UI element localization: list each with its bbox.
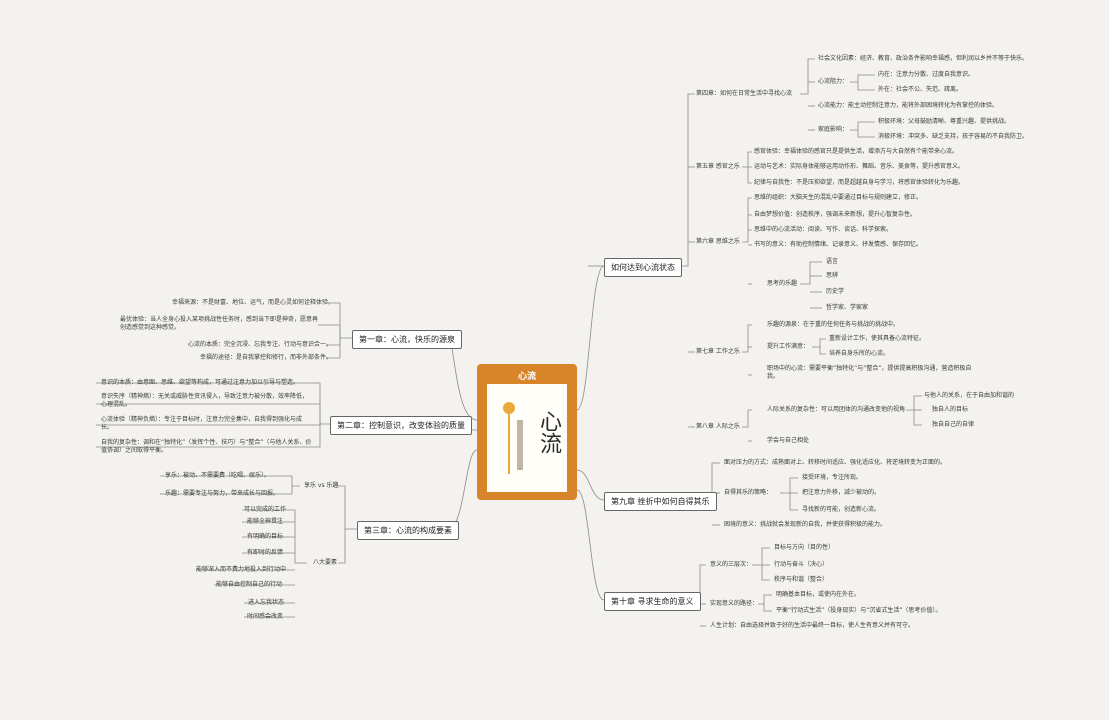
- ch6-sub-item[interactable]: 哲学家、学家家: [826, 304, 869, 311]
- ch7-node[interactable]: 第七章 工作之乐: [696, 348, 740, 355]
- ch8-a-item[interactable]: 与他人的关系，在于自由加和谐的: [924, 392, 1015, 399]
- book-subtitle-block: [517, 420, 523, 470]
- ch9-b-item[interactable]: 把注意力外移，减少被动的。: [802, 489, 881, 496]
- chapter-2-node[interactable]: 第二章：控制意识，改变体验的质量: [330, 416, 472, 435]
- ch7-item[interactable]: 提升工作满意：: [767, 343, 810, 350]
- ch6-sub[interactable]: 思考的乐趣: [767, 280, 798, 287]
- ch6-node[interactable]: 第六章 思维之乐: [696, 238, 740, 245]
- ch3-sub-enjoyment[interactable]: 享乐 vs 乐趣: [304, 482, 339, 489]
- ch4-node[interactable]: 第四章：如何在日常生活中寻找心流: [696, 90, 793, 97]
- ch3-element[interactable]: 能够自由控制自己的行动: [216, 581, 283, 588]
- chapter-flow-node[interactable]: 如何达到心流状态: [604, 258, 682, 277]
- ch10-a-item[interactable]: 目标与方向（目的性）: [774, 544, 835, 551]
- central-topic[interactable]: 心流 心流: [477, 364, 577, 500]
- ch6-sub-item[interactable]: 语言: [826, 258, 839, 265]
- ch2-item[interactable]: 意识失序（精神熵）：无关或威胁性资讯侵入，导致注意力被分散，效率降低，心理混乱。: [101, 393, 309, 408]
- honey-spoon-icon: [503, 402, 515, 414]
- chapter-9-node[interactable]: 第九章 挫折中如何自得其乐: [604, 492, 717, 511]
- ch1-item[interactable]: 幸福的途径：是自我掌控和修行，而非外部条件。: [200, 354, 333, 361]
- ch7-item[interactable]: 职场中的心流：需要平衡“独特化”与“整合”，提供提高积极沟通，营造积极自我。: [767, 365, 972, 380]
- ch5-item[interactable]: 运动与艺术：实际身体能够运用动作形、舞蹈、音乐、美食等，提升感官意义。: [754, 163, 965, 170]
- ch6-item[interactable]: 思维中的心流活动：阅读、写作、谈话、科学探索。: [754, 226, 893, 233]
- ch8-item[interactable]: 学会与自己相处: [767, 437, 810, 444]
- ch9-item[interactable]: 困境的意义：挑战就会发现新的自我，并使获得积极的能力。: [724, 521, 887, 528]
- ch3-sub1-item[interactable]: 乐趣：需要专注与努力，带来成长与回报。: [165, 490, 280, 497]
- chapter-10-node[interactable]: 第十章 寻求生命的意义: [604, 592, 701, 611]
- ch3-element[interactable]: 有即时的反馈: [247, 549, 284, 556]
- ch10-b-item[interactable]: 平衡“行动式生活”（投身现实）与“沉省式生活”（思考价值）。: [776, 607, 942, 614]
- ch6-item[interactable]: 书写的意义：有助控制情绪、记录意义、抒发情感、保存回忆。: [754, 241, 923, 248]
- ch9-b-item[interactable]: 接受环境，专注所现。: [802, 474, 863, 481]
- ch2-item[interactable]: 心流体验（精神负熵）：专注于目标时，注意力完全集中，自我得到强化与成长。: [101, 416, 303, 431]
- ch5-node[interactable]: 第五章 感官之乐: [696, 163, 740, 170]
- ch9-b-item[interactable]: 寻找新的可能，创造新心流。: [802, 506, 881, 513]
- ch10-a-item[interactable]: 行动与奋斗（决心）: [774, 561, 829, 568]
- ch3-element[interactable]: 有明确的目标: [247, 533, 284, 540]
- ch4-family-item[interactable]: 积极环境：父母鼓励清晰、尊重兴趣、提供挑战。: [878, 118, 1011, 125]
- ch8-a-item[interactable]: 独自自己的自律: [932, 421, 975, 428]
- ch6-item[interactable]: 自由梦想价值：创造秩序，强调未来新想，提升心智复杂性。: [754, 211, 917, 218]
- ch3-element[interactable]: 进入忘我状态: [248, 599, 285, 606]
- ch4-family-item[interactable]: 消极环境：冲突多、缺乏支持，孩子容易的不自我防卫。: [878, 133, 1029, 140]
- ch10-b-item[interactable]: 明确基本目标，或使内在外在。: [776, 591, 861, 598]
- chapter-3-node[interactable]: 第三章：心流的构成要素: [357, 521, 459, 540]
- ch4-barrier-item[interactable]: 内在：注意力分散、过度自我意识。: [878, 71, 975, 78]
- ch8-a-item[interactable]: 独自人的目标: [932, 406, 969, 413]
- ch3-element[interactable]: 可以完成的工作: [244, 506, 287, 513]
- ch1-item[interactable]: 幸福来源：不是财富、地位、运气，而是心灵如何诠释体验。: [172, 299, 335, 306]
- ch1-item[interactable]: 最优体验：当人全身心投入某项挑战性任务时，感到当下即是神奇，愿意再创造感觉到这种…: [120, 316, 319, 331]
- ch2-item[interactable]: 自我的复杂性：调和在“独特化”（发挥个性、技巧）与“整合”（与他人关系、价值协调…: [101, 439, 312, 454]
- ch2-item[interactable]: 意识的本质：由意图、思维、欲望等构成，可通过注意力加以引导与塑造。: [101, 379, 300, 386]
- ch3-element[interactable]: 时间感会改变: [247, 613, 284, 620]
- ch6-sub-item[interactable]: 思辨: [826, 272, 839, 279]
- ch10-item[interactable]: 实现意义的路径：: [710, 600, 759, 607]
- ch3-element[interactable]: 能够深入而不费力地投入到行动中: [196, 566, 287, 573]
- ch10-item[interactable]: 人生计划：自由选择并致于好的生活中最终一目标，使人生有意义并有可守。: [710, 622, 915, 629]
- ch7-b-item[interactable]: 重新设计工作，使其具备心流特征。: [829, 335, 926, 342]
- ch9-item[interactable]: 自得其乐的策略：: [724, 489, 773, 496]
- book-title: 心流: [536, 410, 561, 454]
- ch3-sub-eight-elements[interactable]: 八大要素: [313, 559, 338, 566]
- ch10-a-item[interactable]: 秩序与和谐（整合）: [774, 576, 829, 583]
- book-cover-image: 心流: [487, 384, 567, 492]
- honey-drip: [508, 414, 510, 474]
- ch4-item[interactable]: 心流能力：能主动控制注意力，能将外部困境转化为有掌控的体验。: [818, 102, 999, 109]
- ch3-sub1-item[interactable]: 享乐：被动、不需要费（吃喝、娱乐）。: [165, 472, 271, 479]
- ch5-item[interactable]: 纪律与自我性：不是压抑欲望，而是超越自身与学习，将感官体验转化为乐趣。: [754, 179, 965, 186]
- ch6-sub-item[interactable]: 历史学: [826, 288, 845, 295]
- ch8-item[interactable]: 人际关系的复杂性：可以用团体的沟通改变他的视角: [767, 406, 906, 413]
- chapter-1-node[interactable]: 第一章：心流，快乐的源泉: [352, 330, 462, 349]
- ch7-b-item[interactable]: 培养自身乐所的心流。: [829, 350, 890, 357]
- central-topic-title: 心流: [517, 372, 536, 382]
- ch9-item[interactable]: 面对压力的方式：成熟面对上、转移时间适应、强化适应化、将逆境转变为正面的。: [724, 459, 947, 466]
- ch3-element[interactable]: 能够全神贯注: [247, 518, 284, 525]
- ch1-item[interactable]: 心流的本质：完全沉浸、忘我专注、行动与意识合一。: [188, 341, 333, 348]
- ch5-item[interactable]: 感官体验：幸福体验的感官只是提供生活，增添方与大自然有个能带来心流。: [754, 148, 959, 155]
- ch8-node[interactable]: 第八章 人际之乐: [696, 423, 740, 430]
- ch4-item[interactable]: 社会文化因素：经济、教育、政治条件影响幸福感，但利润以乡并不等于快乐。: [818, 55, 1029, 62]
- ch4-item[interactable]: 家庭影响：: [818, 126, 849, 133]
- ch7-item[interactable]: 乐趣的源泉：在于重的任何任务与挑战的挑战中。: [767, 321, 900, 328]
- ch6-item[interactable]: 思维的组织：大脑天生的混乱中要通过目标与规则建立，修正。: [754, 194, 923, 201]
- ch10-item[interactable]: 意义的三层次：: [710, 561, 753, 568]
- ch4-item[interactable]: 心流阻力：: [818, 78, 849, 85]
- ch4-barrier-item[interactable]: 外在：社会不公、失范、疏离。: [878, 86, 963, 93]
